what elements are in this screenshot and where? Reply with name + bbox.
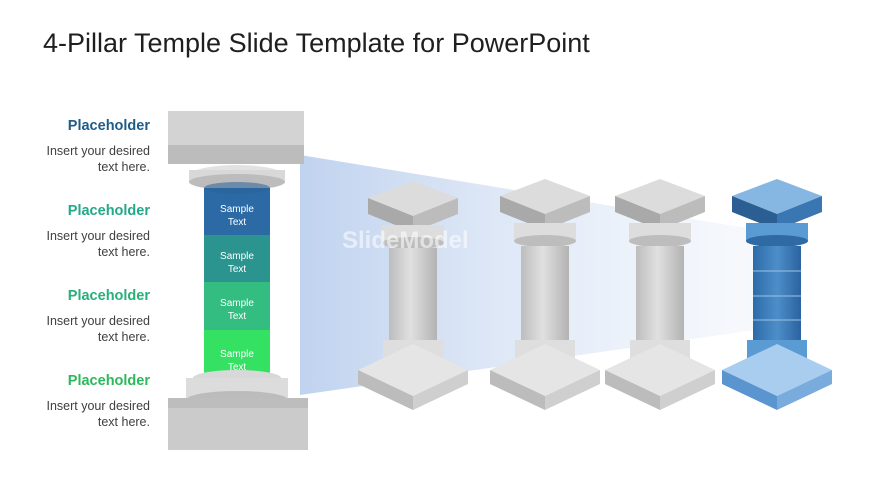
placeholder-block-3: Placeholder Insert your desired text her…: [0, 287, 150, 345]
placeholder-body-4-line1: Insert your desired: [46, 399, 150, 413]
placeholder-body-4: Insert your desired text here.: [0, 399, 150, 430]
placeholder-body-2-line2: text here.: [97, 244, 150, 259]
watermark: SlideModel: [342, 227, 469, 254]
placeholder-body-3: Insert your desired text here.: [0, 314, 150, 345]
placeholder-block-2: Placeholder Insert your desired text her…: [0, 202, 150, 260]
placeholder-body-2-line1: Insert your desired: [46, 229, 150, 243]
segment-text-3-line2: Text: [227, 310, 247, 322]
placeholder-heading-1: Placeholder: [67, 118, 150, 134]
blue-pillar: [722, 179, 832, 410]
segment-text-1-line2: Text: [227, 216, 247, 228]
placeholder-body-3-line2: text here.: [97, 329, 150, 344]
placeholder-block-1: Placeholder Insert your desired text her…: [0, 117, 150, 175]
placeholder-body-4-line2: text here.: [97, 414, 150, 429]
segment-text-2-line1: Sample: [220, 251, 254, 262]
segment-text-4: Sample Text: [205, 349, 269, 374]
placeholder-heading-4: Placeholder: [67, 373, 150, 389]
grey-pillar-3: [605, 179, 715, 410]
placeholder-body-3-line1: Insert your desired: [46, 314, 150, 328]
placeholder-heading-3: Placeholder: [67, 288, 150, 304]
segment-text-3-line1: Sample: [220, 298, 254, 309]
pillar-segment-3: [204, 282, 270, 330]
large-pillar: [168, 111, 308, 450]
grey-pillar-1: [358, 181, 468, 410]
segment-text-4-line1: Sample: [220, 349, 254, 360]
segment-text-3: Sample Text: [205, 298, 269, 323]
placeholder-body-2: Insert your desired text here.: [0, 229, 150, 260]
placeholder-block-4: Placeholder Insert your desired text her…: [0, 372, 150, 430]
pillar-segment-1: [204, 188, 270, 235]
slide-title: 4-Pillar Temple Slide Template for Power…: [43, 28, 590, 58]
segment-text-4-line2: Text: [227, 361, 247, 373]
segment-text-2: Sample Text: [205, 251, 269, 276]
placeholder-heading-2: Placeholder: [67, 203, 150, 219]
segment-text-1-line1: Sample: [220, 204, 254, 215]
placeholder-body-1-line2: text here.: [97, 159, 150, 174]
placeholder-body-1: Insert your desired text here.: [0, 144, 150, 175]
placeholder-body-1-line1: Insert your desired: [46, 144, 150, 158]
pillar-segment-2: [204, 235, 270, 282]
grey-pillar-2: [490, 179, 600, 410]
segment-text-2-line2: Text: [227, 263, 247, 275]
segment-text-1: Sample Text: [205, 204, 269, 229]
